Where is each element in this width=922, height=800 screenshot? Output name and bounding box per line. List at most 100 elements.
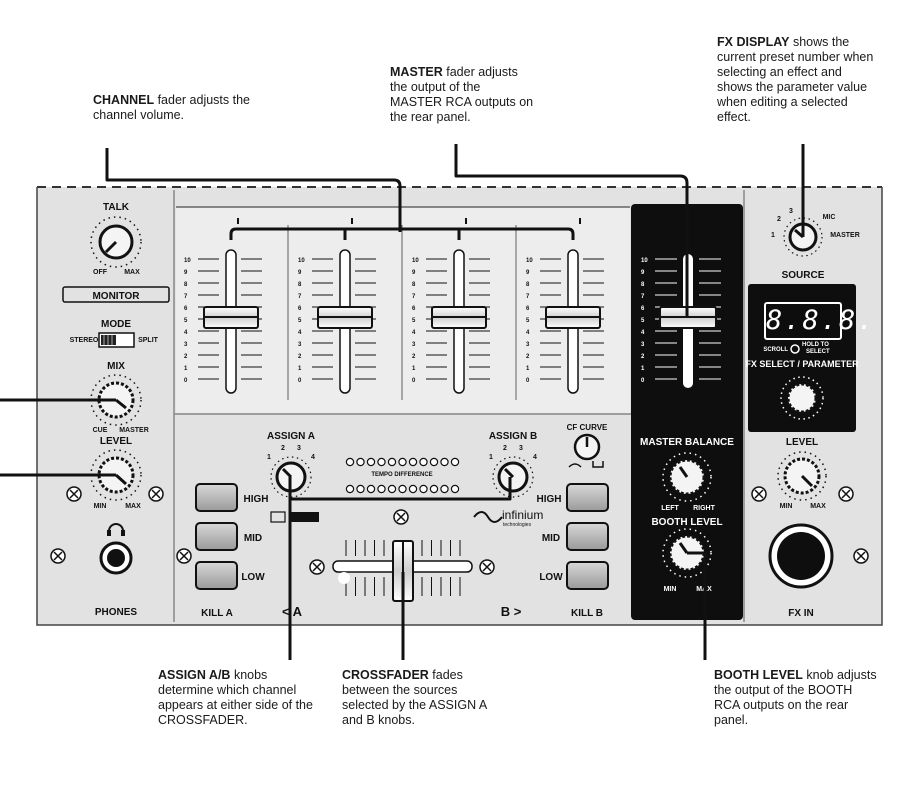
source-num-3: 3 [789,208,793,215]
fader-scale-label: 6 [184,306,188,312]
assign-b-knob[interactable] [492,456,534,498]
fader-scale-label: 8 [184,282,188,288]
tempo-led [356,457,365,467]
callout-lines [0,144,805,660]
fader-scale-label: 4 [298,330,302,336]
tempo-led [408,457,418,467]
callout-master [454,144,689,316]
kill-a-low-button[interactable] [195,561,238,590]
master-scale-label: 7 [641,294,645,300]
master-scale-label: 6 [641,306,645,312]
annotation-fx-display-text: shows the current preset number when sel… [717,35,874,124]
kill-b-mid-button[interactable] [566,522,609,551]
talk-max-label: MAX [124,269,140,276]
mode-label: MODE [101,319,131,330]
tempo-led [387,457,397,467]
channel-1-fader-handle[interactable] [203,306,259,329]
callout-channel [105,148,402,232]
kill-b-high-button[interactable] [566,483,609,512]
fx-level-knob[interactable] [777,451,827,501]
tempo-led [387,484,397,494]
annotation-booth-title: BOOTH LEVEL [714,668,803,682]
kill-a-mid-label: MID [244,533,262,544]
tempo-led [450,457,460,467]
assign-a-num-1: 1 [267,454,271,461]
tempo-led [377,484,386,494]
fader-scale-label: 2 [184,354,188,360]
assign-b-label: ASSIGN B [489,431,537,442]
assign-b-num-1: 1 [489,454,493,461]
mode-switch[interactable] [98,332,135,348]
fx-level-max-label: MAX [810,503,826,510]
fader-scale-label: 3 [298,342,302,348]
usb-logo-icon [270,511,319,523]
tempo-difference-label: TEMPO DIFFERENCE [371,472,432,478]
fader-scale-label: 10 [526,258,533,264]
cue-label: CUE [93,427,108,434]
kill-a-high-button[interactable] [195,483,238,512]
fader-scale-label: 9 [412,270,416,276]
fader-scale-label: 0 [412,378,416,384]
fader-scale-label: 6 [298,306,302,312]
screw-icon [393,509,409,525]
kill-b-low-button[interactable] [566,561,609,590]
annotation-crossfader-title: CROSSFADER [342,668,429,682]
a-side-label: < A [282,604,303,619]
channel-3-fader-handle[interactable] [431,306,487,329]
channel-4-fader-handle[interactable] [545,306,601,329]
fader-scale-label: 10 [298,258,305,264]
screw-icon [838,486,854,502]
tempo-led [419,484,428,494]
fx-select-encoder[interactable] [780,376,824,420]
level-label: LEVEL [100,436,132,447]
fader-scale-label: 7 [184,294,188,300]
tempo-led [345,457,355,467]
fader-scale-label: 8 [412,282,416,288]
fader-scale-label: 3 [412,342,416,348]
hold-to-label: HOLD TO [802,342,829,348]
fader-scale-label: 9 [184,270,188,276]
annotation-booth-text: knob adjusts the output of the BOOTH RCA… [714,668,877,727]
annotation-booth: BOOTH LEVEL knob adjusts the output of t… [714,668,879,728]
phones-jack[interactable] [99,541,133,575]
monitor-label: MONITOR [92,291,140,302]
fx-level-min-label: MIN [780,503,793,510]
fader-scale-label: 6 [526,306,530,312]
talk-knob[interactable] [90,216,142,268]
tempo-led [419,457,428,467]
fader-scale-label: 8 [526,282,530,288]
source-num-2: 2 [777,216,781,223]
annotation-assign-text: knobs determine which channel appears at… [158,668,313,727]
fader-scale-label: 3 [184,342,188,348]
channel-2-fader-handle[interactable] [317,306,373,329]
assign-a-num-4: 4 [311,454,315,461]
master-scale-label: 5 [641,318,645,324]
kill-a-low-label: LOW [241,572,265,583]
master-scale-label: 8 [641,282,645,288]
kill-b-low-label: LOW [539,572,563,583]
cf-curve-knob[interactable] [573,433,601,461]
annotation-assign-title: ASSIGN A/B [158,668,231,682]
callout-assign-b [290,477,512,501]
stereo-label: STEREO [70,337,99,344]
master-balance-knob[interactable] [662,452,712,502]
fader-scale-label: 10 [184,258,191,264]
screw-icon [148,486,164,502]
split-label: SPLIT [138,337,159,344]
fader-scale-label: 4 [412,330,416,336]
annotation-master-text: fader adjusts the output of the MASTER R… [390,65,534,124]
tempo-led [450,484,460,494]
fader-scale-label: 2 [298,354,302,360]
kill-a-high-label: HIGH [244,494,269,505]
master-scale-label: 1 [641,366,645,372]
fx-in-jack[interactable] [768,523,834,589]
booth-level-label: BOOTH LEVEL [651,517,722,528]
annotation-channel: CHANNEL fader adjusts the channel volume… [93,93,253,123]
level-min-label: MIN [94,503,107,510]
assign-b-num-3: 3 [519,445,523,452]
kill-a-mid-button[interactable] [195,522,238,551]
